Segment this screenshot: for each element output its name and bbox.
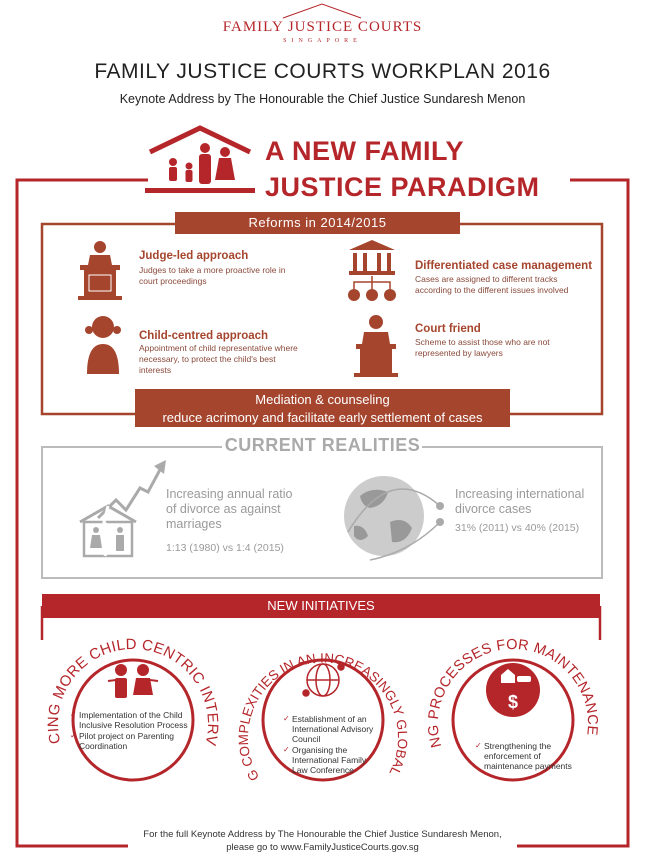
- reform-text-judge-led: Judges to take a more proactive role in …: [139, 265, 286, 286]
- courthouse-tracks-icon: [348, 240, 396, 301]
- reforms-band: Reforms in 2014/2015: [175, 212, 460, 234]
- footer-line2: please go to www.FamilyJusticeCourts.gov…: [226, 842, 419, 853]
- divorce-line3: marriages: [166, 517, 222, 531]
- mediation-line2: reduce acrimony and facilitate early set…: [162, 410, 483, 425]
- footer-line1: For the full Keynote Address by The Hono…: [143, 829, 502, 840]
- mediation-band: Mediation & counseling reduce acrimony a…: [135, 389, 510, 427]
- divorce-text: Increasing annual ratio of divorce as ag…: [166, 487, 292, 532]
- initiative-circle-maintenance: IMPROVING PROCESSES FOR MAINTENANCE MATT…: [418, 625, 600, 782]
- logo-title: FAMILY JUSTICE COURTS: [222, 19, 423, 35]
- mediation-line1: Mediation & counseling: [255, 392, 390, 407]
- logo-subtitle: SINGAPORE: [283, 38, 362, 44]
- reform-title-child-centred: Child-centred approach: [139, 330, 269, 342]
- headline-line1: A NEW FAMILY: [265, 136, 465, 166]
- svg-text:$: $: [508, 692, 518, 712]
- family-house-icon: [145, 125, 255, 193]
- child-icon: [85, 316, 121, 374]
- international-stat: 31% (2011) vs 40% (2015): [455, 522, 580, 534]
- international-text: Increasing international divorce cases: [455, 487, 584, 517]
- page-subtitle: Keynote Address by The Honourable the Ch…: [119, 92, 526, 106]
- international-line2: divorce cases: [455, 502, 532, 516]
- reform-title-differentiated: Differentiated case management: [415, 260, 593, 272]
- divorce-stat: 1:13 (1980) vs 1:4 (2015): [166, 542, 284, 554]
- international-line1: Increasing international: [455, 487, 585, 501]
- list-item: Strengthening the enforcement of mainten…: [475, 741, 580, 771]
- initiative-bullets-global: Establishment of an International Adviso…: [283, 714, 383, 776]
- list-item: Pilot project on Parenting Coordination: [70, 731, 190, 751]
- initiative-bullets-child: Implementation of the Child Inclusive Re…: [70, 710, 190, 752]
- reform-title-court-friend: Court friend: [415, 323, 481, 335]
- maintenance-dollar-icon: $: [486, 663, 540, 717]
- list-item: Establishment of an International Adviso…: [283, 714, 383, 744]
- page-title: FAMILY JUSTICE COURTS WORKPLAN 2016: [94, 60, 551, 83]
- judge-icon: [78, 241, 122, 300]
- headline-line2: JUSTICE PARADIGM: [265, 172, 540, 202]
- new-initiatives-band: NEW INITIATIVES: [42, 594, 600, 618]
- list-item: Organising the International Family Law …: [283, 745, 383, 775]
- initiative-bullets-maintenance: Strengthening the enforcement of mainten…: [475, 741, 580, 772]
- divorce-line1: Increasing annual ratio: [166, 487, 293, 501]
- list-item: Implementation of the Child Inclusive Re…: [70, 710, 190, 730]
- reform-text-child-centred: Appointment of child representative wher…: [139, 343, 298, 375]
- globe-icon: [302, 663, 345, 697]
- reform-text-court-friend: Scheme to assist those who are not repre…: [415, 337, 550, 358]
- court-friend-icon: [354, 315, 398, 377]
- current-realities-title: CURRENT REALITIES: [224, 435, 421, 455]
- children-icon: [107, 664, 159, 698]
- reform-title-judge-led: Judge-led approach: [139, 250, 249, 262]
- reform-text-differentiated: Cases are assigned to different tracks a…: [415, 274, 569, 295]
- divorce-line2: of divorce as against: [166, 502, 281, 516]
- globe-network-icon: [344, 476, 444, 561]
- divorce-trend-icon: [79, 460, 166, 558]
